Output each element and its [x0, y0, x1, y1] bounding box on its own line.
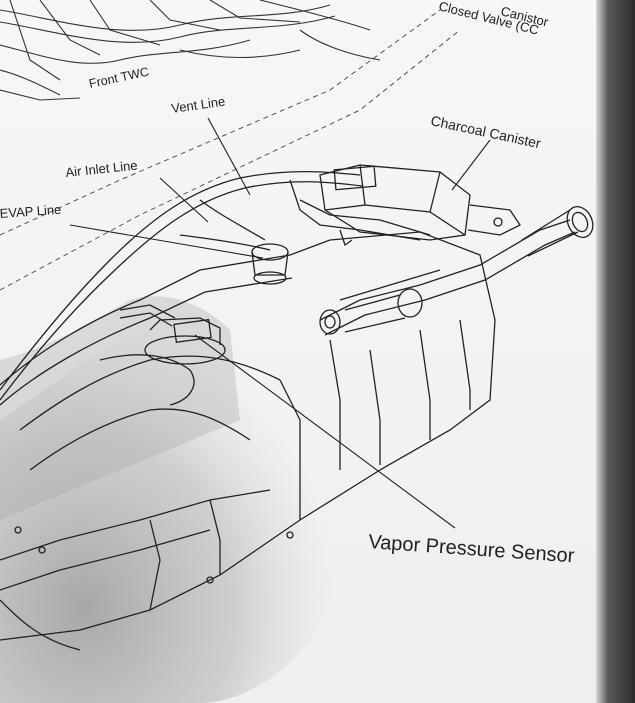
leader-lines [69, 117, 491, 529]
photo-shadow-edge [0, 296, 240, 520]
label-canistor-closed-valve-bottom: Closed Valve (CC [437, 0, 540, 38]
filler-neck [319, 205, 594, 335]
leader-vapor-pressure-sensor [194, 334, 456, 529]
leader-charcoal-canister [451, 139, 491, 191]
fuel-tank [0, 231, 496, 651]
charcoal-canister [319, 164, 521, 247]
leader-vent-line [207, 117, 251, 196]
dashed-boundary [0, 9, 461, 291]
leader-air-inlet-line [159, 177, 209, 223]
label-vapor-pressure-sensor: Vapor Pressure Sensor [368, 531, 576, 567]
label-evap-line: EVAP Line [0, 202, 62, 221]
fuel-lines [0, 170, 576, 401]
exhaust-assembly [0, 0, 381, 101]
label-vent-line: Vent Line [170, 94, 226, 116]
label-front-twc: Front TWC [88, 65, 150, 91]
leader-evap-line [69, 224, 264, 259]
page-edge-shadow [596, 0, 635, 703]
